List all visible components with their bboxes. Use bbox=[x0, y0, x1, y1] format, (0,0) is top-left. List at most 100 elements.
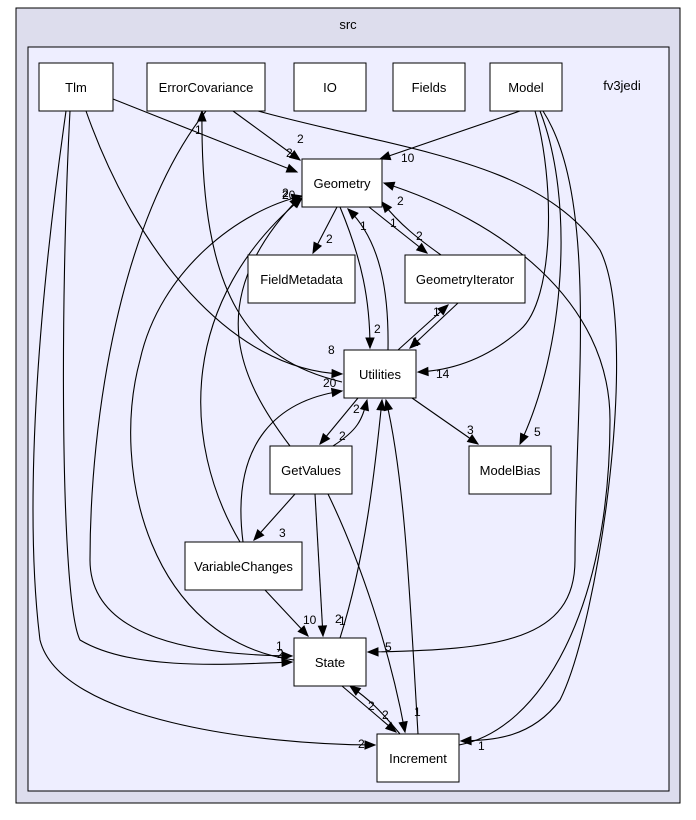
node-increment[interactable]: Increment bbox=[376, 733, 460, 783]
node-box-tlm[interactable] bbox=[38, 62, 114, 112]
node-box-utilities[interactable] bbox=[343, 349, 417, 399]
arrowhead-geomiter-to-utilities bbox=[409, 337, 421, 349]
edge-errcov-to-state[interactable] bbox=[89, 110, 293, 657]
edge-label-tlm-to-geometry[interactable]: 2 bbox=[286, 146, 293, 160]
edge-state-to-geometry[interactable] bbox=[130, 195, 303, 661]
node-box-fields[interactable] bbox=[392, 62, 466, 112]
arrowhead-increment-to-geometry bbox=[382, 181, 396, 191]
edge-label-tlm-to-state[interactable]: 1 bbox=[276, 639, 283, 653]
node-geomiter[interactable]: GeometryIterator bbox=[404, 254, 526, 304]
node-fieldmetadata[interactable]: FieldMetadata bbox=[247, 254, 356, 304]
arrowhead-state-to-utilities bbox=[376, 398, 386, 411]
node-box-modelbias[interactable] bbox=[468, 445, 552, 495]
edge-label-errcov-to-increment[interactable]: 1 bbox=[478, 739, 485, 753]
fv3jedi-cluster-title: fv3jedi bbox=[603, 78, 641, 93]
edge-utilities-to-geometry[interactable] bbox=[347, 208, 389, 351]
edge-geometry-to-geomiter[interactable] bbox=[368, 206, 428, 254]
edge-label-geomiter-to-utilities[interactable]: 1 bbox=[412, 335, 419, 349]
edge-label-increment-to-geometry[interactable]: 2 bbox=[397, 194, 404, 208]
arrowhead-errcov-to-geometry bbox=[288, 149, 302, 161]
node-io[interactable]: IO bbox=[293, 62, 367, 112]
node-utilities[interactable]: Utilities bbox=[343, 349, 417, 399]
edge-label-utilities-to-modelbias[interactable]: 3 bbox=[467, 423, 474, 437]
node-box-state[interactable] bbox=[293, 637, 367, 687]
node-box-model[interactable] bbox=[489, 62, 563, 112]
edge-state-to-increment[interactable] bbox=[341, 685, 397, 733]
node-box-geometry[interactable] bbox=[301, 158, 383, 208]
edge-label-model-to-geometry[interactable]: 10 bbox=[401, 151, 415, 165]
edge-getvalues-to-state[interactable] bbox=[314, 493, 324, 637]
edge-label-getvalues-to-utilities[interactable]: 2 bbox=[353, 402, 360, 416]
edge-label-getvalues-to-state[interactable]: 2 bbox=[335, 612, 342, 626]
edge-label-model-to-modelbias[interactable]: 5 bbox=[534, 425, 541, 439]
edge-label-state-to-utilities[interactable]: 1 bbox=[339, 614, 346, 628]
edge-errcov-to-geometry[interactable] bbox=[232, 110, 301, 161]
edge-label-tlm-to-utilities[interactable]: 8 bbox=[328, 343, 335, 357]
edge-label-errcov-to-state[interactable]: 2 bbox=[277, 647, 284, 661]
node-geometry[interactable]: Geometry bbox=[301, 158, 383, 208]
edge-label-geometry-to-fieldmetadata[interactable]: 2 bbox=[326, 232, 333, 246]
edge-utilities-to-errcov[interactable] bbox=[201, 110, 343, 383]
edge-tlm-to-state[interactable] bbox=[62, 110, 293, 665]
node-box-geomiter[interactable] bbox=[404, 254, 526, 304]
node-errcov[interactable]: ErrorCovariance bbox=[146, 62, 266, 112]
node-box-errcov[interactable] bbox=[146, 62, 266, 112]
edge-label-utilities-to-geometry[interactable]: 1 bbox=[360, 219, 367, 233]
edge-increment-to-geometry[interactable] bbox=[383, 182, 611, 746]
node-fields[interactable]: Fields bbox=[392, 62, 466, 112]
edge-increment-to-utilities[interactable] bbox=[385, 399, 419, 735]
arrowhead-model-to-modelbias bbox=[519, 432, 529, 446]
edge-label-state-to-increment[interactable]: 2 bbox=[368, 699, 375, 713]
edge-label-geomiter-to-geometry[interactable]: 1 bbox=[390, 216, 397, 230]
edge-label-errcov-to-geometry[interactable]: 2 bbox=[297, 132, 304, 146]
arrowhead-getvalues-to-utilities bbox=[359, 398, 370, 412]
edge-label-varchanges-to-utilities[interactable]: 20 bbox=[323, 376, 337, 390]
edge-varchanges-to-utilities[interactable] bbox=[240, 390, 343, 543]
edge-label-increment-to-state[interactable]: 2 bbox=[382, 708, 389, 722]
edge-tlm-to-geometry[interactable] bbox=[112, 98, 298, 173]
arrowhead-getvalues-to-varchanges bbox=[253, 529, 265, 542]
edge-model-to-geometry[interactable] bbox=[379, 110, 521, 160]
edge-geometry-to-utilities[interactable] bbox=[339, 206, 371, 349]
edge-label-getvalues-to-increment[interactable]: 5 bbox=[385, 640, 392, 654]
edge-label-model-to-utilities[interactable]: 14 bbox=[436, 367, 450, 381]
edge-label-geometry-to-geomiter[interactable]: 2 bbox=[416, 229, 423, 243]
edge-model-to-modelbias[interactable] bbox=[519, 110, 562, 445]
node-box-getvalues[interactable] bbox=[269, 445, 353, 495]
node-box-fieldmetadata[interactable] bbox=[247, 254, 356, 304]
edge-getvalues-to-geometry[interactable] bbox=[237, 196, 301, 447]
edge-label-utilities-to-errcov[interactable]: 1 bbox=[195, 123, 202, 137]
node-getvalues[interactable]: GetValues bbox=[269, 445, 353, 495]
edge-model-to-utilities[interactable] bbox=[417, 110, 550, 373]
edge-label-getvalues-to-geometry[interactable]: 20 bbox=[282, 188, 296, 202]
edge-label-tlm-to-increment[interactable]: 2 bbox=[358, 737, 365, 751]
arrowhead-utilities-to-errcov bbox=[197, 109, 207, 122]
edge-label-utilities-to-geomiter[interactable]: 1 bbox=[433, 305, 440, 319]
edge-label-getvalues-to-varchanges[interactable]: 3 bbox=[279, 526, 286, 540]
node-model[interactable]: Model bbox=[489, 62, 563, 112]
node-box-increment[interactable] bbox=[376, 733, 460, 783]
node-box-varchanges[interactable] bbox=[184, 541, 303, 591]
edge-label-state-to-geometry[interactable]: 2 bbox=[282, 186, 289, 200]
node-tlm[interactable]: Tlm bbox=[38, 62, 114, 112]
node-modelbias[interactable]: ModelBias bbox=[468, 445, 552, 495]
edge-varchanges-to-geometry[interactable] bbox=[200, 197, 303, 543]
edge-utilities-to-geomiter[interactable] bbox=[397, 304, 449, 351]
edge-label-increment-to-utilities[interactable]: 1 bbox=[414, 705, 421, 719]
edge-label-varchanges-to-state[interactable]: 10 bbox=[303, 613, 317, 627]
node-varchanges[interactable]: VariableChanges bbox=[184, 541, 303, 591]
arrowhead-utilities-to-geometry bbox=[347, 208, 359, 220]
node-layer: Tlm ErrorCovariance IO Fields ModelGeometryF… bbox=[38, 62, 563, 783]
edge-label-utilities-to-getvalues[interactable]: 2 bbox=[339, 429, 346, 443]
node-box-io[interactable] bbox=[293, 62, 367, 112]
edge-label-geometry-to-utilities[interactable]: 2 bbox=[374, 322, 381, 336]
edge-getvalues-to-increment[interactable] bbox=[327, 493, 406, 733]
edge-state-to-utilities[interactable] bbox=[339, 399, 383, 639]
edge-errcov-to-increment[interactable] bbox=[257, 110, 618, 742]
edge-geomiter-to-utilities[interactable] bbox=[409, 302, 459, 349]
edge-label-varchanges-to-geometry[interactable]: 2 bbox=[282, 188, 289, 202]
edge-model-to-state[interactable] bbox=[367, 110, 581, 653]
edge-tlm-to-increment[interactable] bbox=[32, 110, 376, 746]
node-state[interactable]: State bbox=[293, 637, 367, 687]
edge-utilities-to-modelbias[interactable] bbox=[411, 397, 479, 445]
